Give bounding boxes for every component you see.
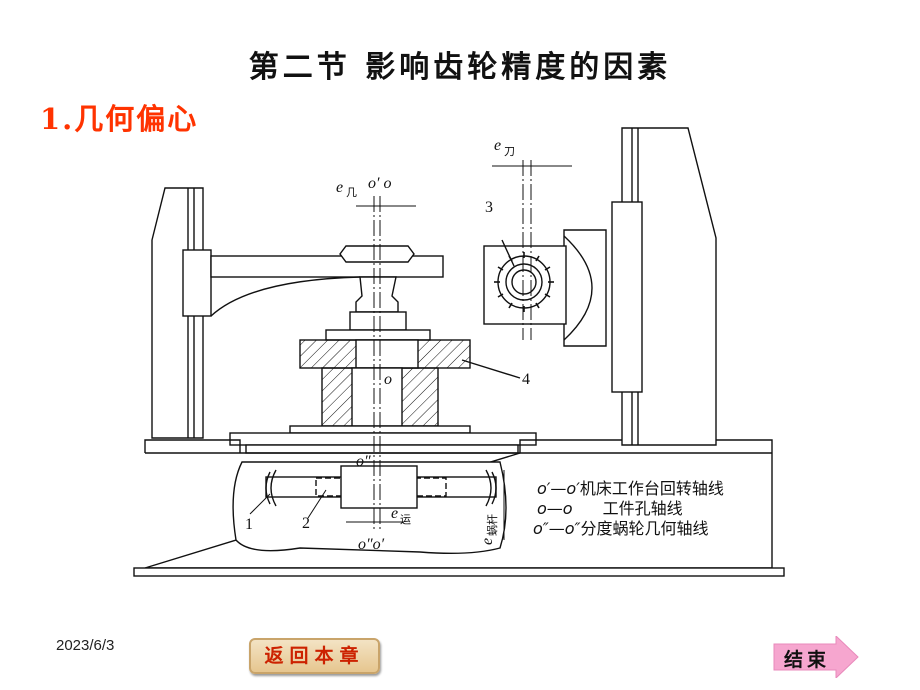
legend-text-3: 分度蜗轮几何轴线 [581, 519, 709, 538]
label-2: 2 [302, 515, 310, 532]
slide-date: 2023/6/3 [56, 637, 115, 654]
back-to-chapter-button[interactable]: 返回本章 [249, 638, 380, 674]
label-o-prime-o: o′ o [368, 175, 392, 192]
label-e-wogan: e [479, 538, 496, 545]
section-heading: 1.几何偏心 [40, 102, 199, 136]
label-e-ji: e [336, 179, 343, 196]
legend-text-1: 机床工作台回转轴线 [580, 479, 724, 498]
legend-sym-1: o′—o′ [537, 479, 580, 498]
legend-row-1: o′—o′机床工作台回转轴线 [537, 479, 724, 498]
arrow-right-icon [773, 636, 859, 678]
label-e-yun: e [391, 505, 398, 522]
label-4: 4 [522, 371, 530, 388]
label-o-double: o″ [356, 453, 371, 470]
legend-row-3: o″—o″分度蜗轮几何轴线 [533, 519, 709, 538]
label-e-wogan-sub: 蜗杆 [485, 514, 499, 536]
label-o-center: o [384, 371, 392, 388]
label-e-dao: e [494, 137, 501, 154]
label-e-dao-sub: 刀 [504, 145, 515, 158]
label-3: 3 [485, 199, 493, 216]
legend-sym-2: o—o [537, 499, 573, 518]
legend-text-2: 工件孔轴线 [603, 499, 683, 518]
label-e-yun-sub: 运 [400, 513, 411, 526]
label-o2-o1: o″o′ [358, 536, 385, 553]
label-e-ji-sub: 几 [346, 186, 357, 199]
end-button-label: 结束 [784, 649, 831, 671]
end-button[interactable]: 结束 [772, 636, 860, 678]
slide-title: 第二节 影响齿轮精度的因素 [248, 50, 672, 85]
legend-row-2: o—o 工件孔轴线 [537, 499, 683, 518]
legend-sym-3: o″—o″ [533, 519, 581, 538]
label-1: 1 [245, 516, 253, 533]
